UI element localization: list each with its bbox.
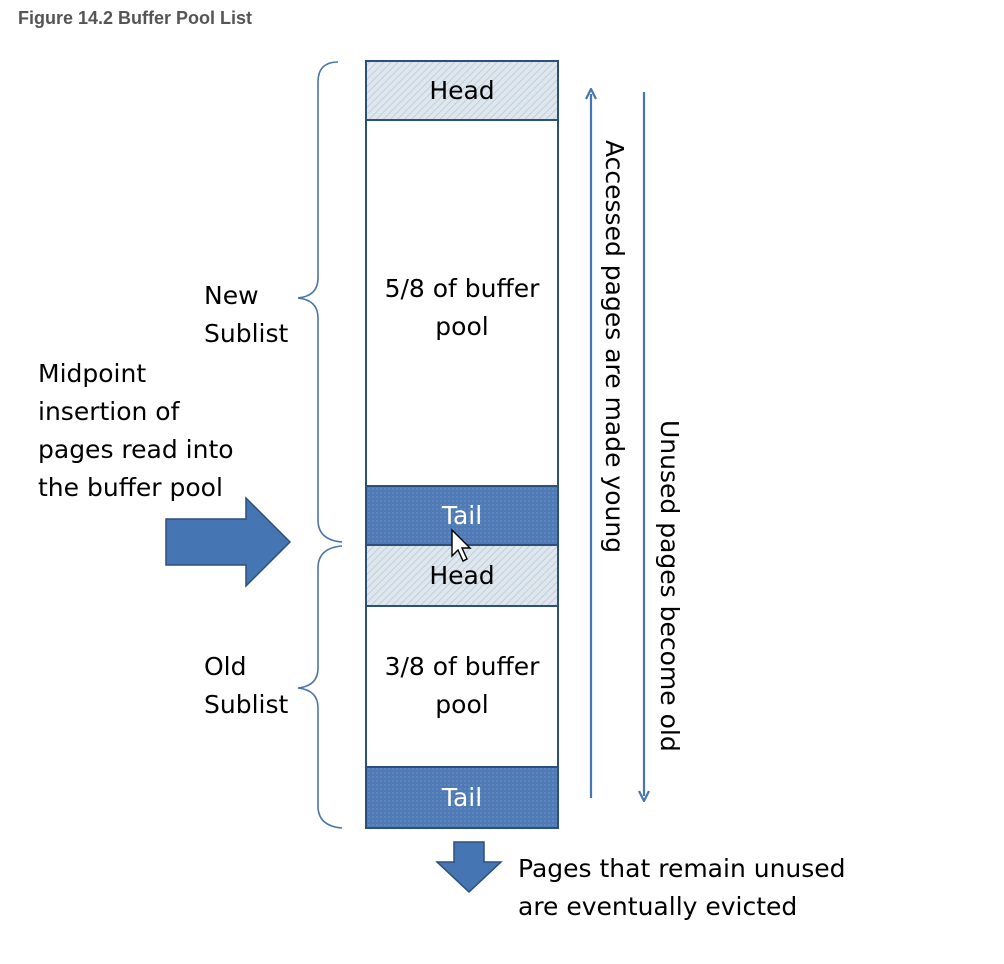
figure-title: Figure 14.2 Buffer Pool List (18, 8, 253, 28)
mouse-cursor-icon (451, 528, 472, 562)
new-sublist-label: New Sublist (204, 281, 289, 348)
old-sublist-label: Old Sublist (204, 652, 289, 719)
new-head-cell (365, 60, 559, 121)
accessed-pages-note: Accessed pages are made young (600, 140, 629, 554)
eviction-arrow (435, 841, 503, 894)
midpoint-insertion-arrow (165, 496, 292, 588)
new-tail-cell (365, 485, 559, 546)
new-sublist-brace (297, 61, 343, 543)
old-tail-label: Tail (441, 783, 483, 812)
old-sublist-brace (297, 545, 343, 829)
unused-pages-note: Unused pages become old (655, 420, 684, 752)
new-body-label: 5/8 of buffer pool (384, 274, 540, 341)
old-head-label: Head (429, 561, 495, 590)
old-body-cell (365, 605, 559, 768)
eviction-note: Pages that remain unused are eventually … (518, 854, 846, 921)
old-tail-cell (365, 766, 559, 829)
new-tail-label: Tail (441, 501, 483, 530)
old-body-label: 3/8 of buffer pool (384, 652, 540, 719)
new-head-label: Head (429, 76, 495, 105)
midpoint-insertion-note: Midpoint insertion of pages read into th… (38, 359, 234, 502)
